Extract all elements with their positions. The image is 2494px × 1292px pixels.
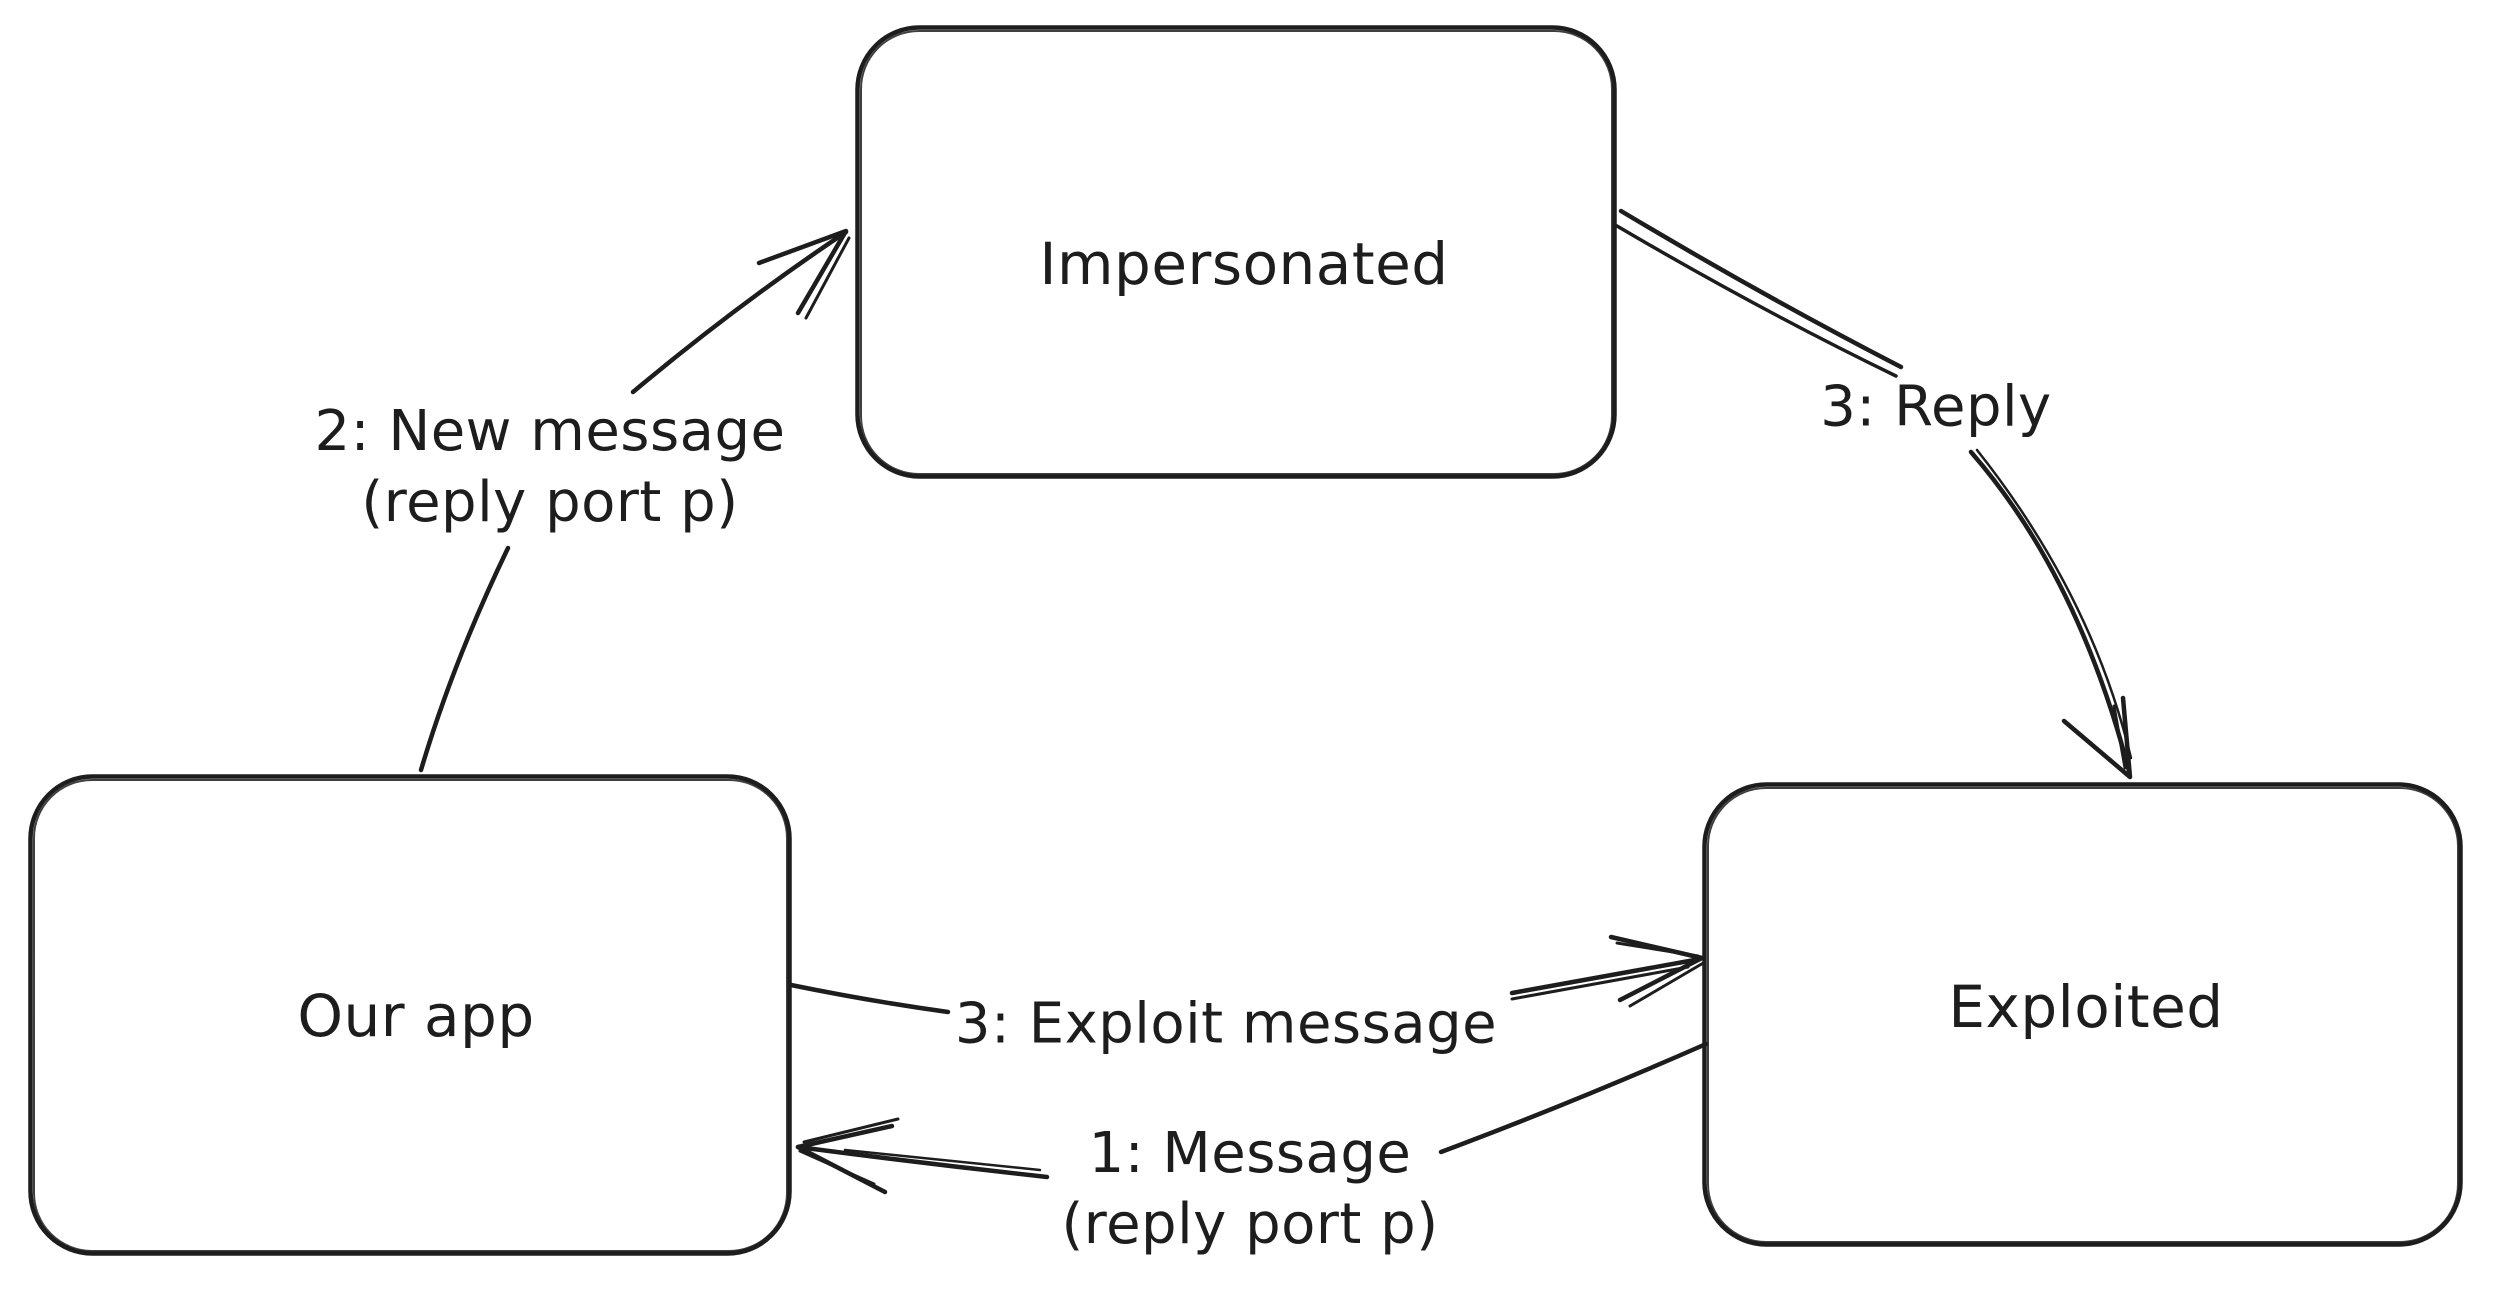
arrow-new-message-shaft-upper (630, 229, 849, 395)
arrow-reply-head-sketch (2112, 704, 2127, 770)
edge-label-exploit-message: 3: Exploit message (954, 991, 1498, 1057)
edge-label-message-line2: (reply port p) (1061, 1192, 1439, 1257)
edge-label-message-line1: 1: Message (1088, 1121, 1412, 1186)
node-label-exploited: Exploited (1948, 973, 2224, 1041)
node-box-impersonated-outline (855, 25, 1617, 479)
arrow-reply-head (2061, 695, 2133, 780)
arrow-message-shaft-right (1438, 1041, 1709, 1155)
arrow-reply-shaft-lower-sketch (1975, 448, 2133, 760)
arrow-exploit-message-shaft-left (788, 982, 951, 1015)
arrow-reply-shaft-upper-sketch (1615, 224, 1898, 378)
arrow-exploit-message-head-sketch (1615, 941, 1707, 1008)
node-label-our-app: Our app (297, 982, 535, 1050)
arrow-exploit-message-shaft-sketch (1510, 965, 1690, 1001)
arrow-reply (1615, 208, 2133, 780)
arrow-new-message-head (756, 228, 849, 316)
node-box-exploited-outline (1702, 782, 2463, 1247)
edge-label-new-message-line1: 2: New message (314, 399, 786, 464)
arrow-new-message-shaft-lower (418, 545, 511, 773)
arrow-message-shaft-sketch (843, 1148, 1042, 1172)
node-box-our-app-outline (28, 774, 792, 1256)
arrow-message-head-sketch (798, 1117, 900, 1186)
edge-label-new-message: 2: New message (reply port p) (315, 396, 786, 538)
node-box-exploited-sketch-stroke (1707, 787, 2459, 1243)
arrow-message-shaft-left (795, 1144, 1050, 1180)
node-box-our-app-sketch-stroke (33, 779, 788, 1252)
arrow-new-message-head-sketch (804, 236, 851, 320)
edge-label-new-message-line2: (reply port p) (361, 470, 739, 535)
arrow-exploit-message-shaft-right (1509, 956, 1703, 996)
edge-label-message: 1: Message (reply port p) (1061, 1118, 1438, 1260)
node-box-impersonated (855, 25, 1617, 479)
arrow-exploit-message (788, 934, 1707, 1015)
node-box-our-app (28, 774, 792, 1256)
node-box-impersonated-sketch-stroke (860, 30, 1613, 475)
arrow-reply-shaft-upper (1618, 208, 1904, 370)
arrow-reply-shaft-lower (1968, 449, 2132, 774)
arrow-exploit-message-head (1608, 934, 1705, 1003)
node-label-impersonated: Impersonated (1039, 230, 1449, 298)
edge-label-reply: 3: Reply (1820, 374, 2052, 440)
node-box-exploited (1702, 782, 2463, 1247)
arrow-new-message (418, 228, 851, 773)
arrow-message (795, 1041, 1709, 1195)
